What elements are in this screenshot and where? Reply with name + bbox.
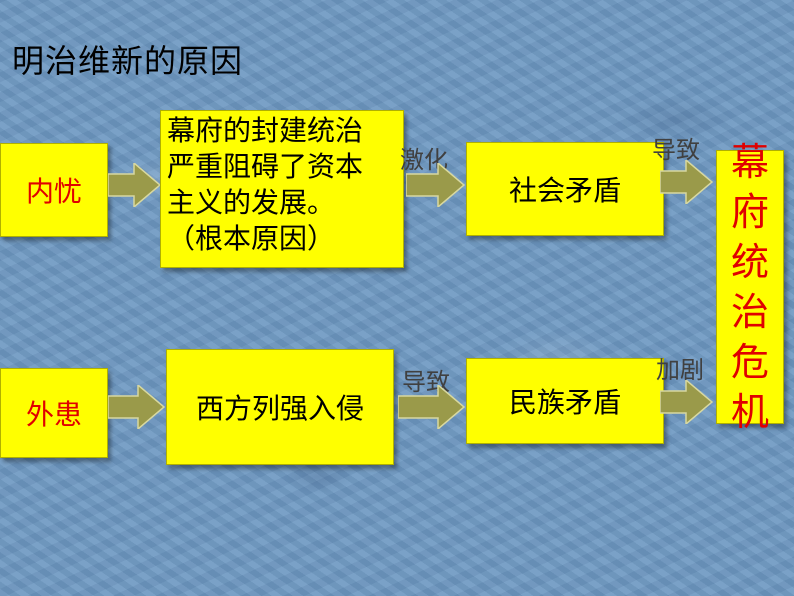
western-invasion-label: 西方列强入侵	[195, 392, 364, 425]
root-cause-line-4: （根本原因）	[167, 222, 336, 255]
national-conflict-box: 民族矛盾	[466, 358, 664, 444]
page-title: 明治维新的原因	[12, 42, 244, 80]
arrow-social-to-crisis	[660, 160, 714, 204]
shogunate-crisis-box: 幕 府 统 治 危 机	[716, 140, 784, 434]
root-cause-line-1: 幕府的封建统治	[167, 114, 364, 147]
root-cause-line-2: 严重阻碍了资本	[167, 150, 364, 183]
arrow-invasion-to-national	[398, 385, 466, 429]
crisis-char-1: 幕	[730, 140, 769, 184]
crisis-char-4: 治	[730, 290, 769, 334]
arrow-cause-to-social	[406, 163, 466, 207]
arrow-external-to-invasion	[108, 385, 166, 429]
national-conflict-label: 民族矛盾	[508, 386, 621, 419]
internal-trouble-label: 内忧	[25, 175, 82, 208]
label-lead-to-top: 导致	[652, 136, 700, 164]
root-cause-line-3: 主义的发展。	[167, 186, 336, 219]
crisis-char-6: 机	[730, 390, 769, 434]
label-aggravate: 加剧	[656, 356, 704, 384]
social-conflict-box: 社会矛盾	[466, 142, 664, 236]
arrow-national-to-crisis	[660, 380, 714, 424]
arrow-internal-to-cause	[108, 163, 162, 207]
social-conflict-label: 社会矛盾	[508, 174, 621, 207]
crisis-char-2: 府	[730, 190, 769, 234]
external-threat-box: 外患	[0, 368, 108, 458]
western-invasion-box: 西方列强入侵	[166, 349, 394, 465]
root-cause-box: 幕府的封建统治 严重阻碍了资本 主义的发展。 （根本原因）	[160, 110, 404, 268]
internal-trouble-box: 内忧	[0, 143, 108, 237]
crisis-char-5: 危	[730, 340, 769, 384]
crisis-char-3: 统	[730, 240, 769, 284]
external-threat-label: 外患	[25, 398, 82, 431]
